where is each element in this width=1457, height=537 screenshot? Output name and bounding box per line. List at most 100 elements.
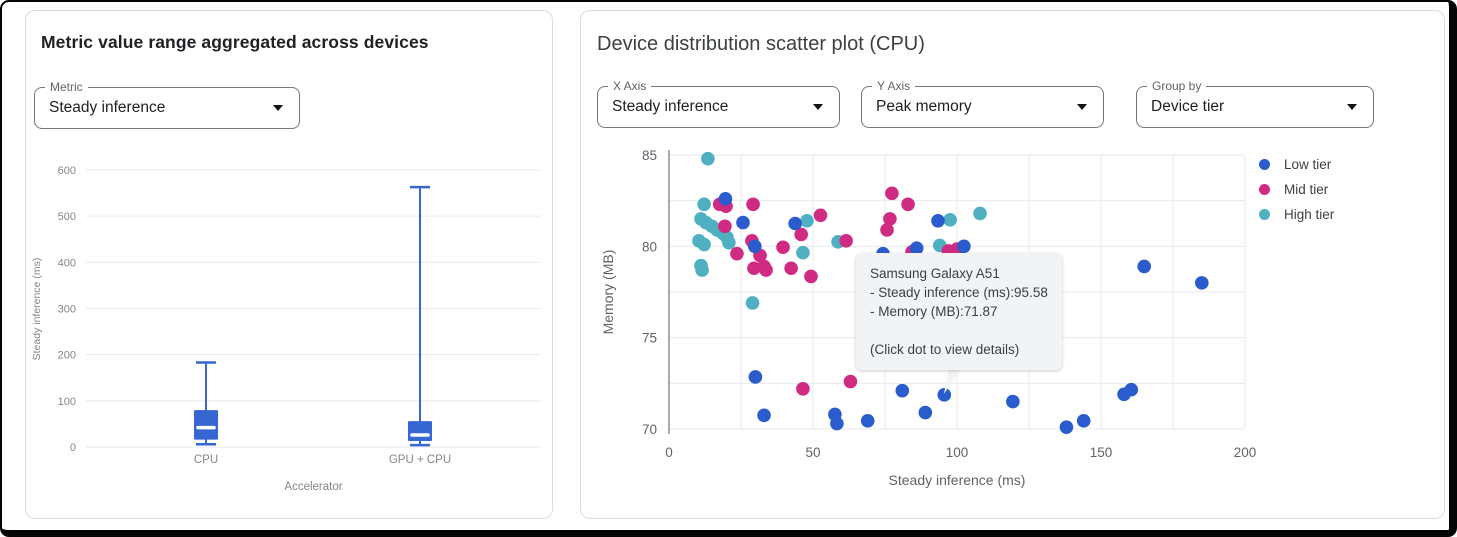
scatter-point[interactable] [746, 197, 760, 212]
scatter-point[interactable] [1137, 259, 1151, 274]
boxplot-panel-title: Metric value range aggregated across dev… [41, 32, 429, 52]
svg-text:80: 80 [642, 239, 657, 254]
scatter-point[interactable] [788, 216, 802, 231]
dropdown-arrow-icon [273, 105, 283, 111]
y-axis-select[interactable]: Y Axis Peak memory [861, 79, 1104, 128]
scatter-point[interactable] [718, 192, 733, 206]
scatter-panel-title: Device distribution scatter plot (CPU) [597, 33, 925, 55]
high-tier-dot-icon [1259, 209, 1270, 220]
scatter-point[interactable] [901, 197, 915, 212]
scatter-point[interactable] [1195, 276, 1209, 290]
scatter-point[interactable] [918, 405, 933, 420]
scatter-point[interactable] [839, 234, 853, 248]
scatter-point[interactable] [697, 197, 711, 212]
dropdown-arrow-icon [1077, 104, 1087, 110]
box-GPU + CPU [408, 421, 432, 441]
scatter-point[interactable] [860, 413, 875, 428]
svg-text:100: 100 [58, 396, 76, 408]
mid-tier-dot-icon [1259, 184, 1270, 195]
low-tier-dot-icon [1259, 159, 1270, 170]
scatter-point[interactable] [695, 263, 709, 277]
x-axis-select-value: Steady inference [612, 98, 729, 115]
svg-text:85: 85 [642, 148, 657, 163]
scatter-point[interactable] [796, 382, 810, 396]
legend-item-mid-tier: Mid tier [1259, 177, 1334, 202]
x-axis-select[interactable]: X Axis Steady inference [597, 79, 840, 128]
scatter-panel: Device distribution scatter plot (CPU) X… [580, 10, 1445, 519]
svg-text:200: 200 [1234, 445, 1257, 460]
scatter-point[interactable] [759, 263, 773, 277]
scatter-point[interactable] [796, 245, 810, 260]
legend-label: Low tier [1284, 157, 1332, 172]
scatter-point[interactable] [973, 206, 987, 221]
svg-text:0: 0 [665, 445, 673, 460]
scatter-point[interactable] [757, 408, 771, 423]
scatter-point[interactable] [794, 227, 808, 242]
scatter-point[interactable] [784, 261, 798, 276]
tooltip-hint: (Click dot to view details) [870, 342, 1020, 357]
scatter-point[interactable] [722, 235, 736, 250]
scatter-point[interactable] [747, 261, 761, 276]
legend-label: Mid tier [1284, 182, 1329, 197]
svg-text:200: 200 [58, 350, 76, 362]
svg-text:100: 100 [946, 445, 969, 460]
svg-text:150: 150 [1090, 445, 1113, 460]
scatter-point[interactable] [813, 208, 828, 223]
tooltip-line: - Steady inference (ms):95.58 [870, 285, 1048, 300]
svg-text:CPU: CPU [194, 454, 218, 466]
boxplot-panel: Metric value range aggregated across dev… [25, 10, 553, 519]
metric-select[interactable]: Metric Steady inference [34, 80, 300, 129]
group-by-select[interactable]: Group by Device tier [1136, 79, 1374, 128]
scatter-point[interactable] [1124, 382, 1139, 397]
scatter-point[interactable] [1006, 394, 1020, 409]
svg-text:75: 75 [642, 331, 657, 346]
tooltip-line: - Memory (MB):71.87 [870, 304, 998, 319]
svg-text:500: 500 [58, 211, 76, 223]
scatter-point[interactable] [745, 296, 760, 310]
group-by-select-label: Group by [1147, 79, 1207, 93]
scatter-point[interactable] [880, 223, 894, 237]
svg-text:Memory (MB): Memory (MB) [600, 250, 616, 335]
scatter-point[interactable] [736, 215, 750, 230]
metric-select-label: Metric [45, 80, 88, 94]
y-axis-select-label: Y Axis [872, 79, 916, 93]
scatter-point[interactable] [943, 213, 957, 227]
scatter-point[interactable] [830, 416, 844, 431]
tooltip-title: Samsung Galaxy A51 [870, 266, 1000, 281]
point-tooltip: Samsung Galaxy A51 - Steady inference (m… [856, 253, 1062, 370]
scatter-point[interactable] [748, 370, 763, 384]
svg-text:GPU + CPU: GPU + CPU [389, 454, 451, 466]
scatter-point[interactable] [776, 240, 790, 255]
svg-text:0: 0 [70, 442, 76, 454]
svg-text:50: 50 [805, 445, 820, 460]
svg-text:300: 300 [58, 304, 76, 316]
scatter-point[interactable] [883, 212, 897, 226]
scatter-point[interactable] [748, 239, 762, 254]
scatter-point[interactable] [909, 241, 924, 255]
scatter-point[interactable] [957, 239, 971, 254]
legend-item-low-tier: Low tier [1259, 152, 1334, 177]
dropdown-arrow-icon [1347, 104, 1357, 110]
scatter-point[interactable] [931, 213, 945, 228]
box-CPU [194, 410, 218, 440]
svg-text:70: 70 [642, 422, 657, 437]
x-axis-select-label: X Axis [608, 79, 652, 93]
scatter-point[interactable] [1059, 420, 1074, 434]
svg-text:Steady inference (ms): Steady inference (ms) [31, 258, 43, 361]
scatter-point[interactable] [718, 219, 732, 234]
scatter-point[interactable] [937, 388, 952, 402]
scatter-point[interactable] [843, 374, 858, 389]
scatter-point[interactable] [885, 186, 899, 201]
scatter-point[interactable] [730, 246, 744, 261]
scatter-point[interactable] [1076, 413, 1091, 428]
legend-item-high-tier: High tier [1259, 202, 1334, 227]
scatter-point[interactable] [804, 269, 818, 284]
scatter-point[interactable] [800, 213, 814, 228]
svg-text:Accelerator: Accelerator [284, 481, 342, 493]
scatter-point[interactable] [701, 151, 715, 166]
svg-text:600: 600 [58, 165, 76, 177]
scatter-point[interactable] [697, 237, 711, 252]
dropdown-arrow-icon [813, 104, 823, 110]
scatter-point[interactable] [895, 383, 910, 398]
